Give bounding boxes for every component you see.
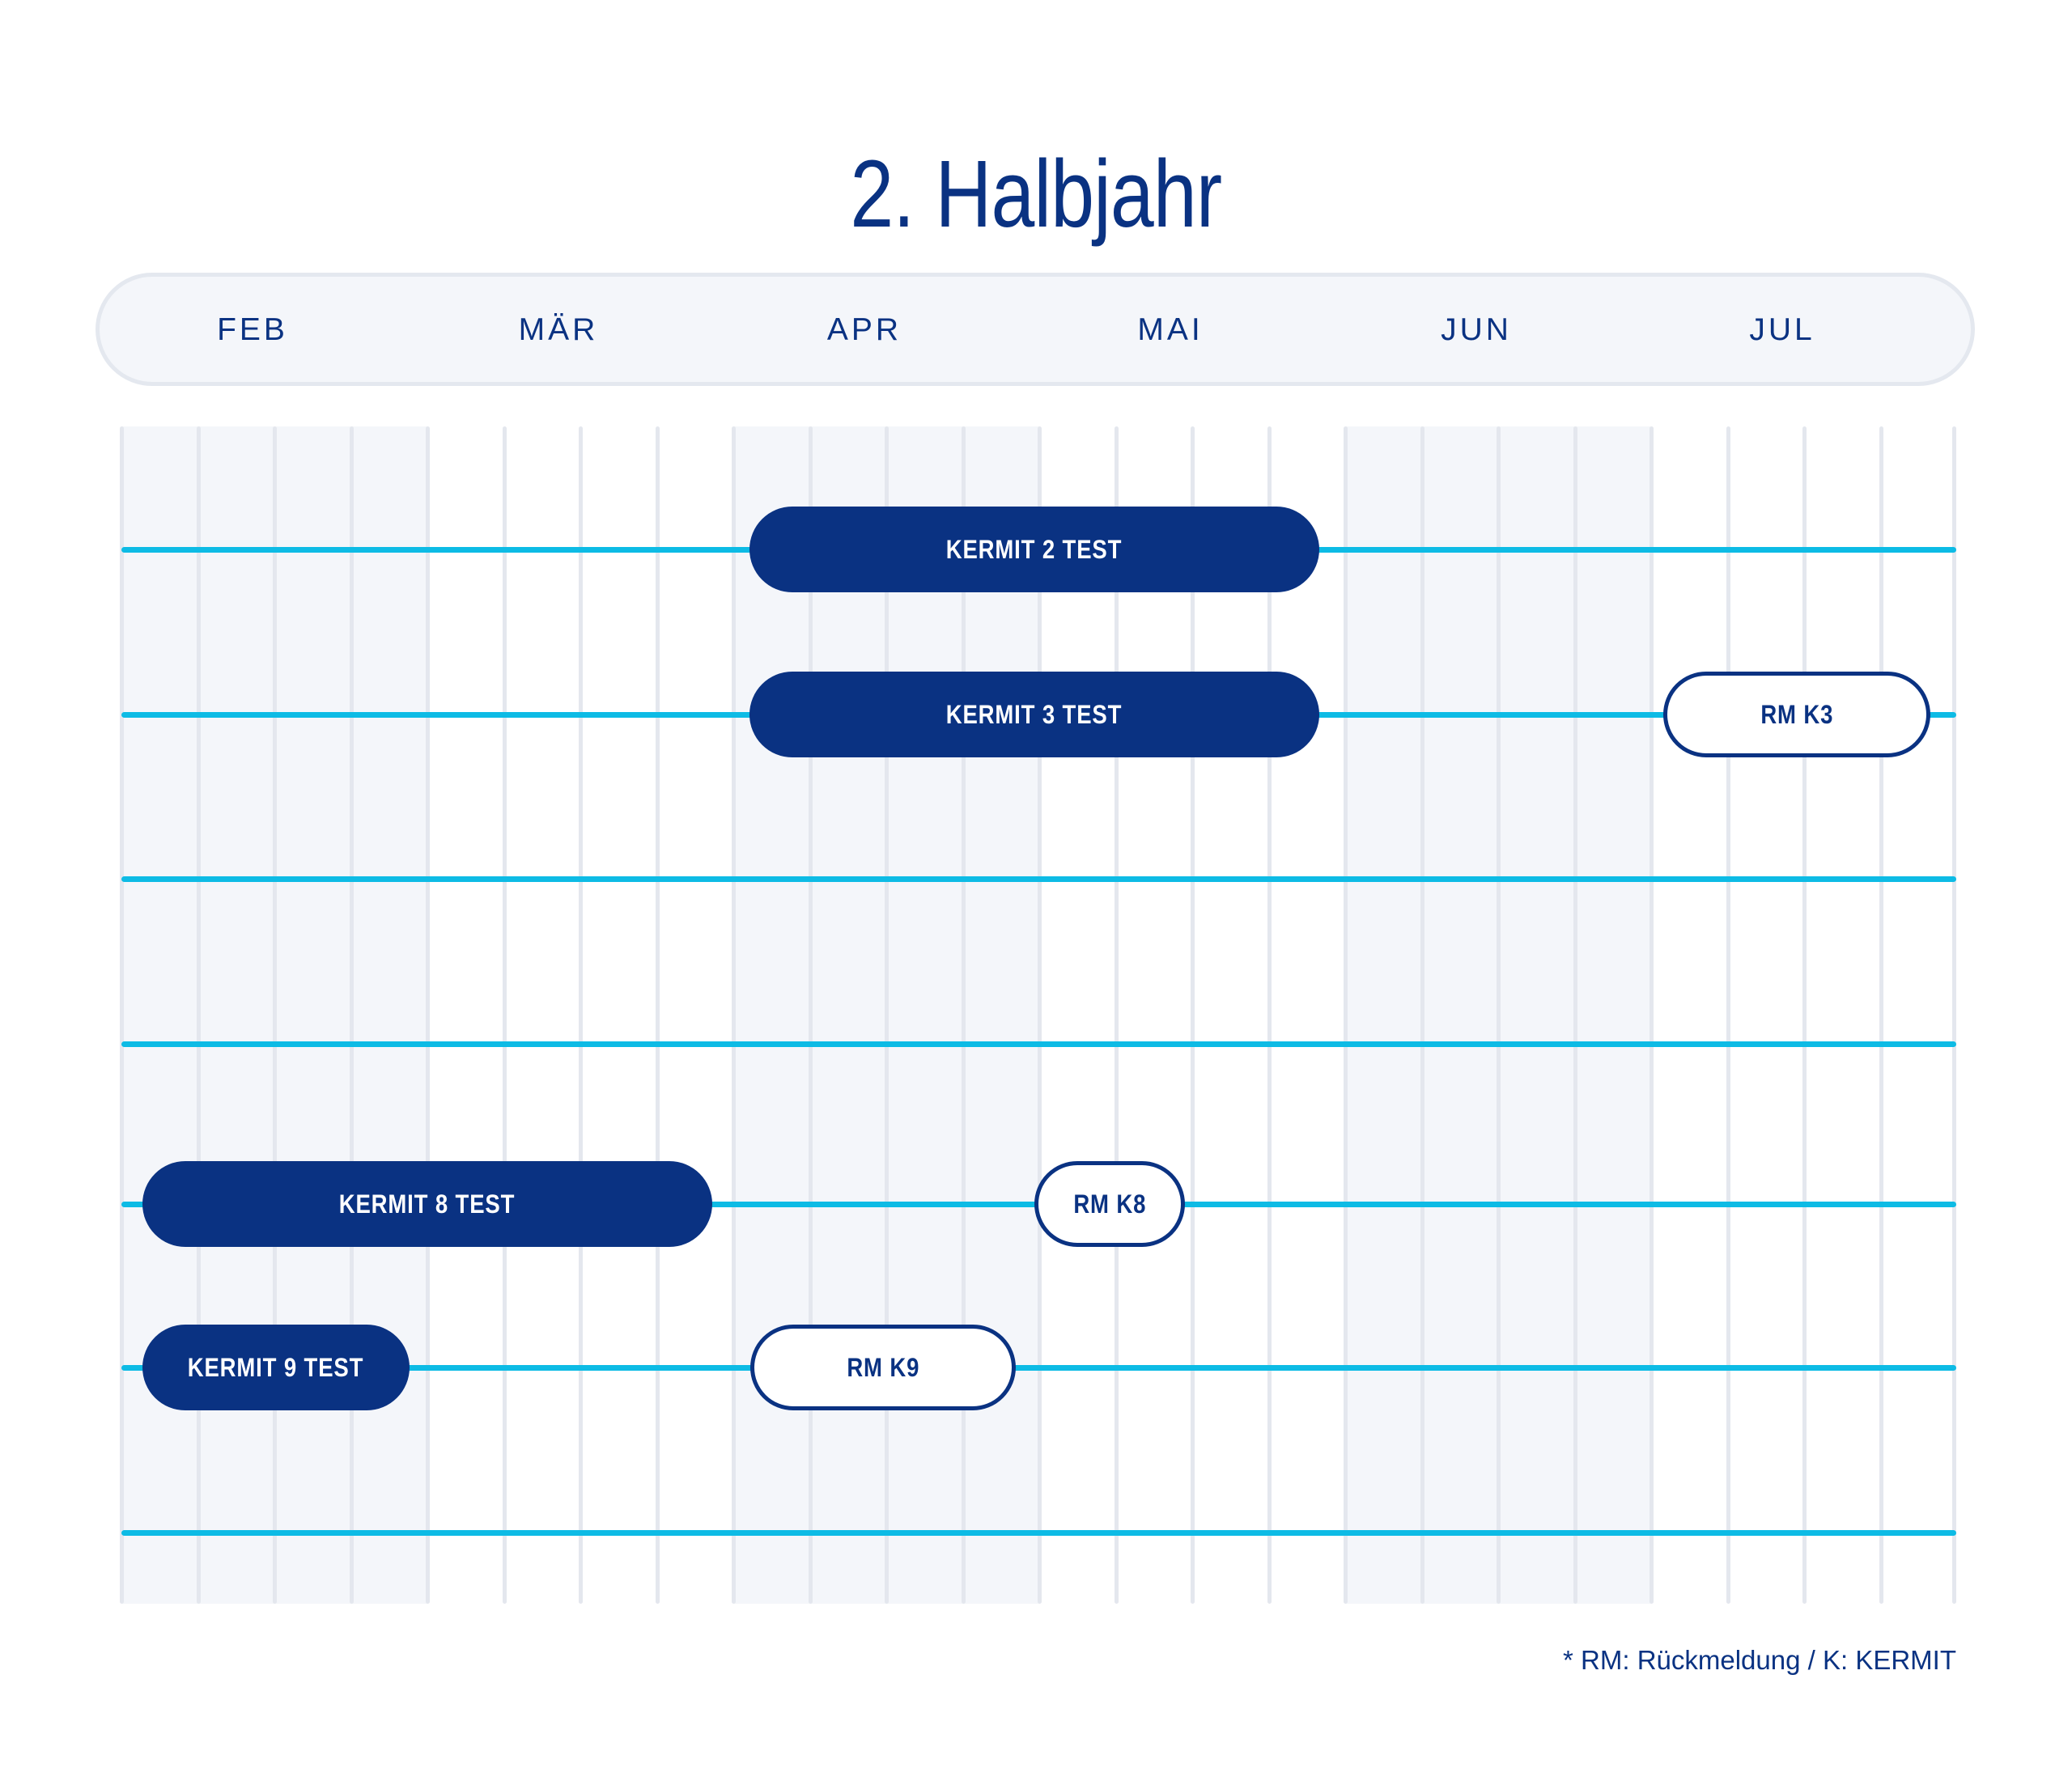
bar-label: RM K8 xyxy=(1073,1189,1146,1219)
week-gridline xyxy=(885,426,889,1604)
bar-rm-k8[interactable]: RM K8 xyxy=(1034,1161,1185,1247)
bar-kermit-8-test[interactable]: KERMIT 8 TEST xyxy=(142,1161,712,1247)
week-gridline xyxy=(732,426,736,1604)
row-line-3 xyxy=(121,876,1956,882)
week-gridline xyxy=(1650,426,1654,1604)
row-line-7 xyxy=(121,1530,1956,1536)
week-gridline xyxy=(1344,426,1348,1604)
week-gridline xyxy=(502,426,507,1604)
bar-label: RM K9 xyxy=(847,1352,919,1382)
timeline-grid: KERMIT 2 TEST KERMIT 3 TEST RM K3 KERMIT… xyxy=(120,426,1956,1604)
week-gridline xyxy=(426,426,430,1604)
month-label-mai: MAI xyxy=(1137,312,1204,347)
bar-label: KERMIT 2 TEST xyxy=(946,534,1123,564)
month-label-jul: JUL xyxy=(1749,312,1815,347)
bar-label: KERMIT 3 TEST xyxy=(946,699,1123,729)
week-gridline xyxy=(808,426,813,1604)
week-gridline xyxy=(961,426,966,1604)
month-label-jun: JUN xyxy=(1441,312,1512,347)
chart-title: 2. Halbjahr xyxy=(0,142,2072,247)
week-gridline xyxy=(655,426,660,1604)
bar-label: KERMIT 9 TEST xyxy=(188,1352,364,1382)
week-gridline xyxy=(1497,426,1501,1604)
week-gridline xyxy=(1114,426,1119,1604)
month-label-apr: APR xyxy=(826,312,902,347)
chart-title-text: 2. Halbjahr xyxy=(850,141,1223,248)
week-gridline xyxy=(1038,426,1042,1604)
bar-rm-k9[interactable]: RM K9 xyxy=(750,1325,1016,1410)
week-gridline xyxy=(1952,426,1956,1604)
bar-kermit-2-test[interactable]: KERMIT 2 TEST xyxy=(749,507,1319,592)
week-gridline xyxy=(1267,426,1272,1604)
month-label-mar: MÄR xyxy=(518,312,599,347)
week-gridline xyxy=(273,426,277,1604)
legend-footnote: * RM: Rückmeldung / K: KERMIT xyxy=(1563,1645,1956,1675)
bar-kermit-9-test[interactable]: KERMIT 9 TEST xyxy=(142,1325,410,1410)
week-gridline xyxy=(1191,426,1195,1604)
row-line-6 xyxy=(121,1365,1956,1371)
bar-rm-k3[interactable]: RM K3 xyxy=(1663,672,1930,757)
week-gridline xyxy=(579,426,583,1604)
week-gridline xyxy=(1726,426,1730,1604)
bar-label: RM K3 xyxy=(1760,699,1833,729)
bar-label: KERMIT 8 TEST xyxy=(339,1189,516,1219)
week-gridline xyxy=(1802,426,1807,1604)
month-header: FEB MÄR APR MAI JUN JUL xyxy=(96,273,1975,386)
week-gridline xyxy=(1420,426,1424,1604)
month-label-feb: FEB xyxy=(217,312,288,347)
week-gridline xyxy=(1573,426,1577,1604)
week-gridline xyxy=(1879,426,1883,1604)
week-gridline xyxy=(196,426,201,1604)
row-line-4 xyxy=(121,1041,1956,1047)
week-gridline xyxy=(349,426,354,1604)
week-gridline xyxy=(120,426,124,1604)
bar-kermit-3-test[interactable]: KERMIT 3 TEST xyxy=(749,672,1319,757)
